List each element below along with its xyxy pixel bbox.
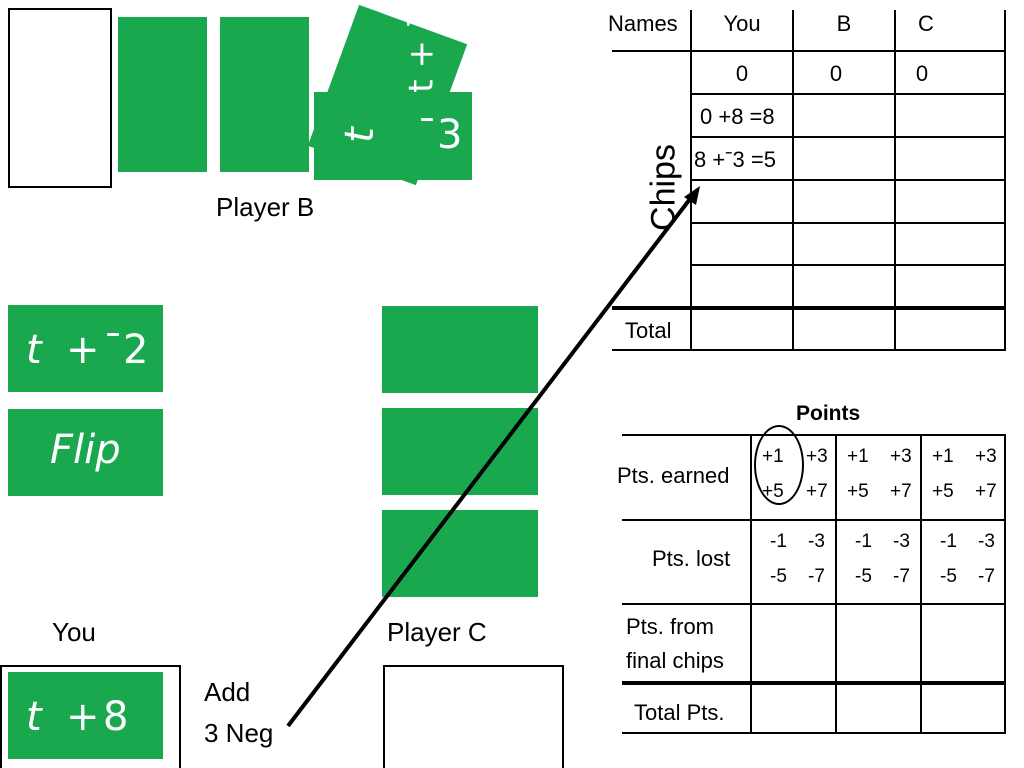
earned-b-plus7: +7	[890, 481, 912, 502]
points-lost-label: Pts. lost	[652, 546, 731, 571]
earned-c-plus3: +3	[975, 446, 997, 467]
center-card-num: ˉ2	[103, 327, 149, 373]
lost-c-minus3: -3	[978, 531, 995, 552]
chips-cell-r3-you: 8 +ˉ3 =5	[694, 147, 776, 172]
you-label: You	[52, 617, 96, 647]
chips-cell-r1-b: 0	[829, 61, 843, 86]
chips-header-you: You	[723, 11, 761, 36]
points-title: Points	[796, 402, 861, 425]
player-c-card-3[interactable]	[382, 510, 538, 597]
points-final-label-2: final chips	[626, 648, 724, 673]
lost-b-minus7: -7	[893, 566, 910, 587]
you-card-num: 8	[103, 694, 129, 740]
points-final-label-1: Pts. from	[626, 614, 715, 639]
earned-b-plus5: +5	[847, 481, 869, 502]
player-c-card-2[interactable]	[382, 408, 538, 495]
earned-c-plus5: +5	[932, 481, 954, 502]
chips-cell-r1-you: 0	[735, 61, 749, 86]
chips-header-c: C	[918, 11, 934, 36]
center-card-t-plus-neg2[interactable]: t + ˉ2	[8, 305, 163, 392]
chips-cell-r2-you: 0 +8 =8	[700, 104, 775, 129]
lost-b-minus5: -5	[855, 566, 872, 587]
player-c-card-1[interactable]	[382, 306, 538, 393]
you-card-var: t	[26, 694, 42, 740]
lost-you-minus1: -1	[770, 531, 787, 552]
player-c-label: Player C	[387, 617, 487, 647]
chips-header-b: B	[836, 11, 852, 36]
center-card-flip[interactable]: Flip	[8, 409, 163, 496]
center-card-var: t	[26, 327, 42, 373]
chips-header-names: Names	[608, 11, 678, 36]
chips-total-label: Total	[625, 318, 672, 343]
lost-b-minus1: -1	[855, 531, 872, 552]
lost-you-minus5: -5	[770, 566, 787, 587]
earned-c-plus1: +1	[932, 446, 954, 467]
player-b-card-front-num: ˉ3	[417, 112, 463, 158]
earned-you-plus7: +7	[806, 481, 828, 502]
player-b-discard-pile[interactable]	[8, 8, 112, 188]
you-action-line1: Add	[204, 677, 251, 707]
earned-you-plus3: +3	[806, 446, 828, 467]
player-b-card-front[interactable]: t ˉ3	[314, 92, 472, 180]
you-card-t-plus-8[interactable]: t + 8	[8, 672, 163, 759]
you-card-op: +	[66, 694, 100, 740]
earned-b-plus3: +3	[890, 446, 912, 467]
lost-c-minus5: -5	[940, 566, 957, 587]
earned-c-plus7: +7	[975, 481, 997, 502]
player-b-label: Player B	[216, 192, 315, 222]
chips-cell-r1-c: 0	[915, 61, 929, 86]
player-c-discard-pile[interactable]	[383, 665, 564, 768]
lost-you-minus3: -3	[808, 531, 825, 552]
center-card-flip-text: Flip	[50, 427, 121, 473]
player-b-card-2[interactable]	[220, 17, 309, 172]
chips-side-label: Chips	[644, 144, 683, 231]
player-b-card-1[interactable]	[118, 17, 207, 172]
lost-b-minus3: -3	[893, 531, 910, 552]
center-card-op: +	[66, 327, 100, 373]
highlight-circle	[754, 425, 804, 505]
lost-c-minus1: -1	[940, 531, 957, 552]
you-action-line2: 3 Neg	[204, 718, 274, 748]
earned-b-plus1: +1	[847, 446, 869, 467]
points-total-label: Total Pts.	[634, 700, 725, 725]
lost-you-minus7: -7	[808, 566, 825, 587]
lost-c-minus7: -7	[978, 566, 995, 587]
points-earned-label: Pts. earned	[617, 463, 730, 488]
